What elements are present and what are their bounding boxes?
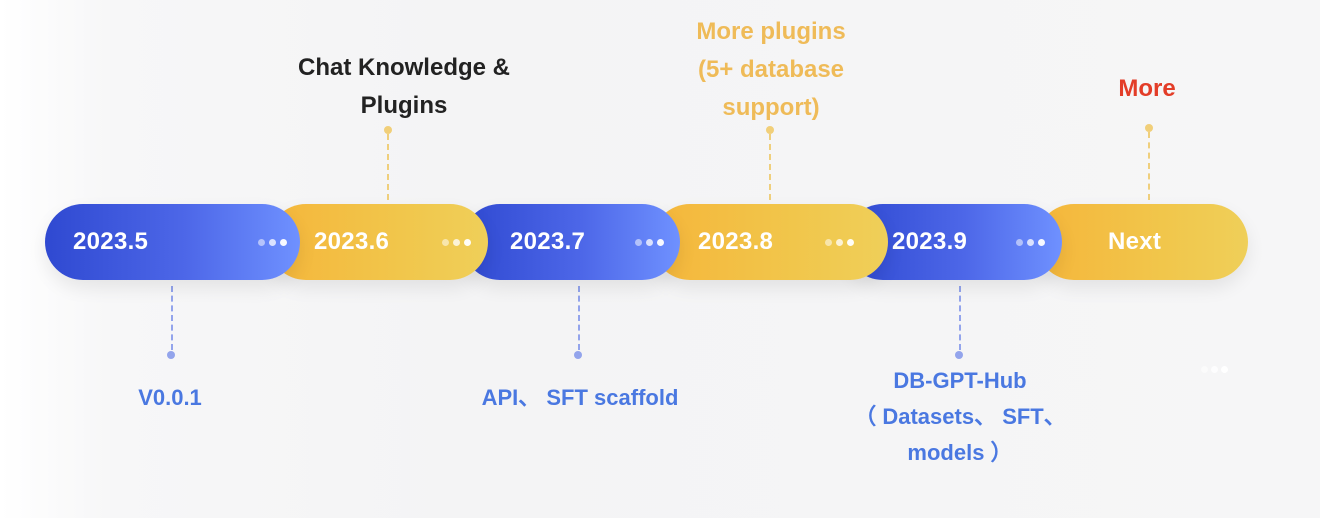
dbgpt-connector-line (959, 286, 961, 350)
bottom-note-dbgpt-hub-line-1: DB-GPT-Hub (893, 368, 1027, 393)
top-note-more: More (1092, 70, 1202, 108)
timeline-pill-2023-5-label: 2023.5 (73, 228, 149, 255)
more-plugins-connector-dot (766, 126, 774, 134)
timeline-pill-2023-6-label: 2023.6 (314, 228, 390, 255)
v001-connector-line (171, 286, 173, 350)
top-note-chat-knowledge-line-2: Plugins (360, 92, 448, 119)
bottom-note-dbgpt-hub-line-2: （ Datasets、 SFT、 (854, 404, 1066, 429)
decorative-dots-icon (1201, 366, 1231, 374)
timeline-pill-2023-8-label: 2023.8 (698, 228, 774, 255)
more-dots-icon (825, 239, 855, 247)
timeline-pill-next: Next (1036, 204, 1248, 280)
timeline-pill-2023-6: 2023.6 (268, 204, 488, 280)
top-note-chat-knowledge: Chat Knowledge & Plugins (272, 49, 536, 125)
bottom-note-api-sft-line-1: API、 SFT scaffold (481, 385, 679, 410)
bottom-note-v001: V0.0.1 (102, 380, 238, 416)
more-connector-dot (1145, 124, 1153, 132)
dbgpt-connector-dot (955, 351, 963, 359)
v001-connector-dot (167, 351, 175, 359)
bottom-note-dbgpt-hub: DB-GPT-Hub （ Datasets、 SFT、 models ） (845, 363, 1075, 471)
more-plugins-connector-line (769, 134, 771, 200)
bottom-note-api-sft: API、 SFT scaffold (470, 380, 690, 416)
top-note-more-line-1: More (1118, 75, 1176, 102)
more-dots-icon (1016, 239, 1046, 247)
chat-knowledge-connector-dot (384, 126, 392, 134)
more-connector-line (1148, 132, 1150, 200)
more-dots-icon (635, 239, 665, 247)
api-connector-dot (574, 351, 582, 359)
timeline-pill-next-label: Next (1108, 228, 1162, 255)
more-dots-icon (442, 239, 472, 247)
chat-knowledge-connector-line (387, 134, 389, 200)
top-note-more-plugins-line-1: More plugins (696, 18, 846, 45)
api-connector-line (578, 286, 580, 350)
timeline-pill-2023-7-label: 2023.7 (510, 228, 586, 255)
top-note-more-plugins: More plugins (5+ database support) (666, 13, 876, 127)
timeline-pill-2023-9-label: 2023.9 (892, 228, 968, 255)
timeline-pill-2023-5: 2023.5 (45, 204, 300, 280)
timeline-pill-2023-7: 2023.7 (462, 204, 680, 280)
top-note-more-plugins-line-2: (5+ database (697, 56, 845, 83)
timeline-pill-2023-8: 2023.8 (652, 204, 888, 280)
more-dots-icon (258, 239, 288, 247)
top-note-more-plugins-line-3: support) (722, 94, 820, 121)
bottom-note-dbgpt-hub-line-3: models ） (907, 440, 1013, 465)
bottom-note-v001-line-1: V0.0.1 (138, 385, 202, 410)
top-note-chat-knowledge-line-1: Chat Knowledge & (297, 54, 510, 81)
